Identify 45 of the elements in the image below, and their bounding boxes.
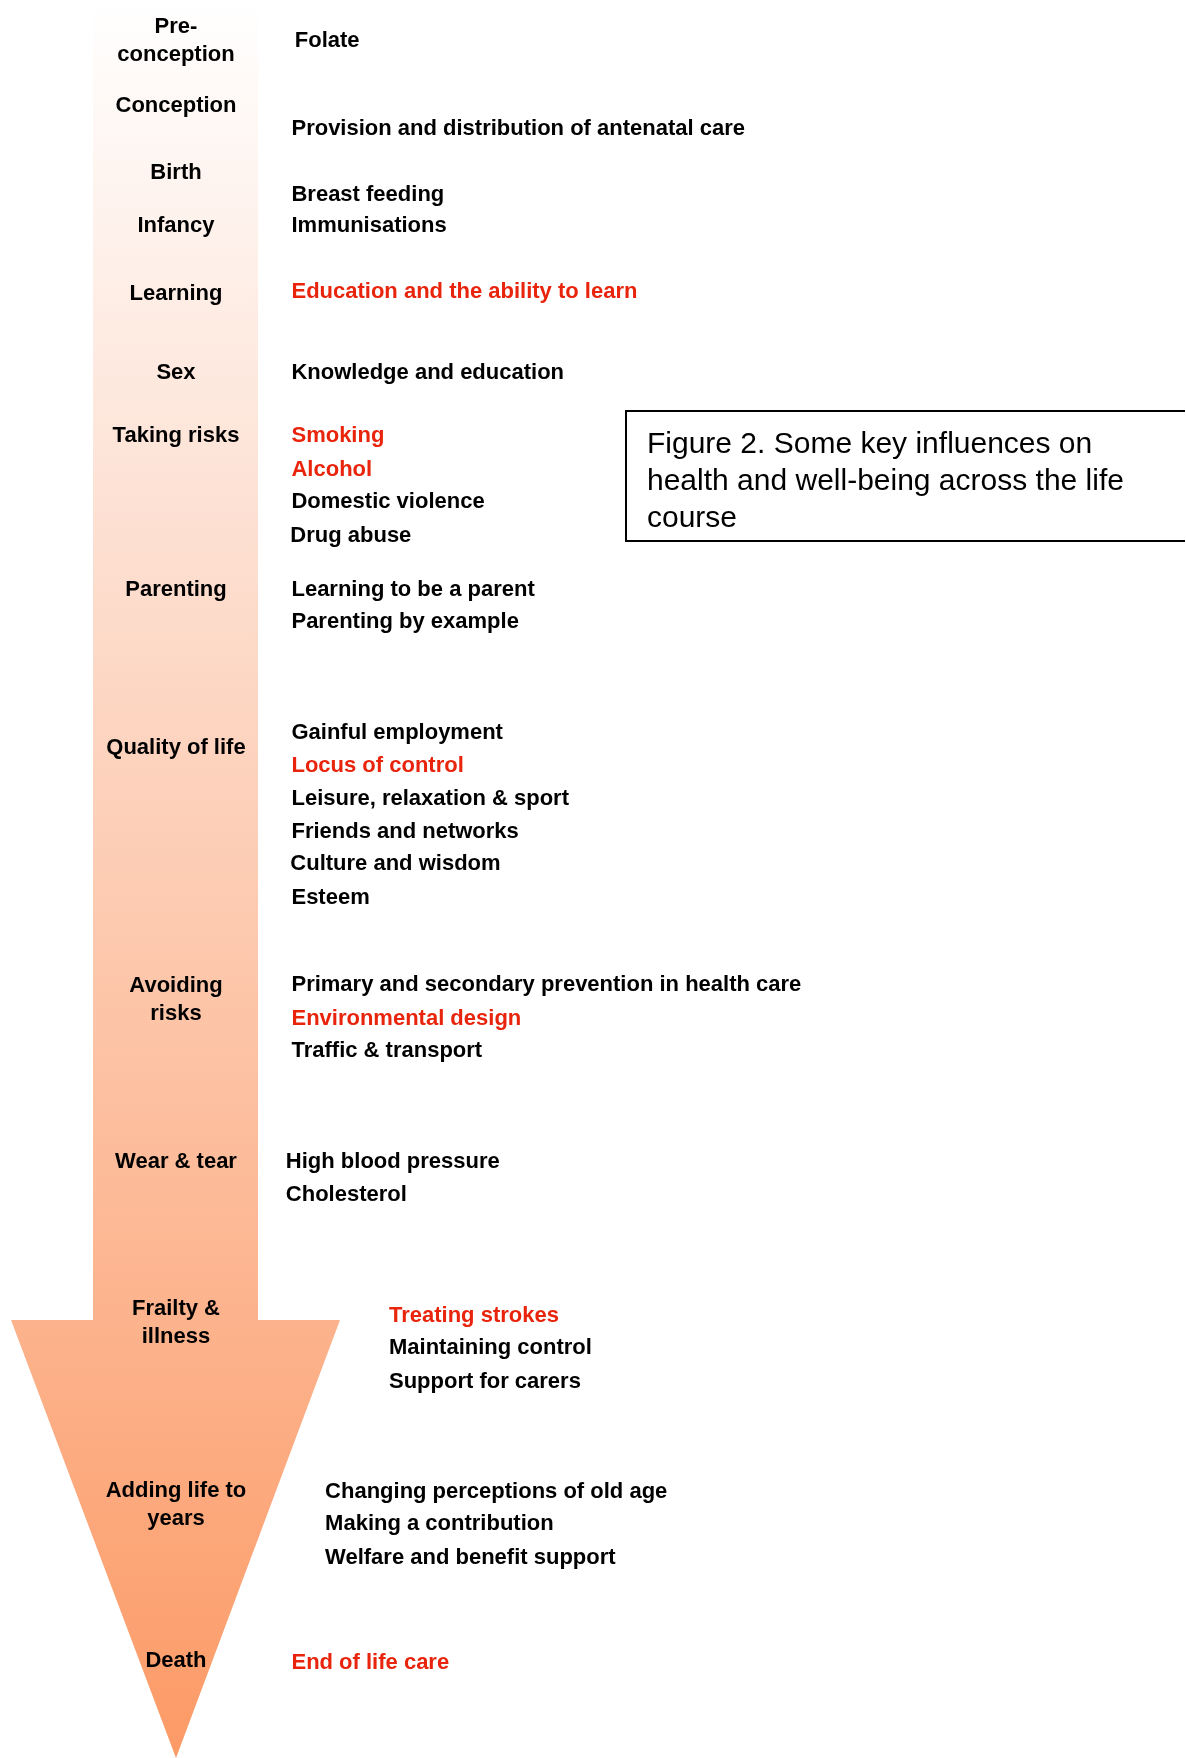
influence-text: Support for carers	[388, 1368, 581, 1395]
influence-text: Gainful employment	[291, 719, 503, 745]
influence-text: Environmental design	[291, 1004, 522, 1031]
stage-label: Pre-conception	[116, 12, 236, 69]
stage-label: Infancy	[136, 211, 216, 240]
influence-text: Culture and wisdom	[290, 850, 501, 877]
influence-text: Cholesterol	[285, 1180, 407, 1207]
influence-text: Maintaining control	[388, 1334, 592, 1361]
stage-label: Wear & tear	[114, 1147, 238, 1176]
influence-text: Parenting by example	[291, 608, 519, 634]
influence-text: Changing perceptions of old age	[325, 1477, 668, 1504]
influence-text: Treating strokes	[388, 1301, 559, 1328]
influence-text: Primary and secondary prevention in health care	[291, 971, 802, 998]
influence-text: Domestic violence	[291, 488, 485, 515]
influence-text: Drug abuse	[290, 521, 412, 548]
influence-text: Knowledge and education	[291, 359, 565, 386]
influence-text: End of life care	[291, 1649, 450, 1676]
influence-text: Provision and distribution of antenatal care	[291, 114, 745, 141]
stage-label: Frailty & illness	[131, 1293, 221, 1350]
influence-text: Esteem	[291, 883, 370, 910]
stage-label: Adding life to years	[104, 1476, 248, 1533]
stage-label: Avoiding risks	[128, 970, 224, 1027]
stage-label: Taking risks	[111, 420, 241, 449]
influence-text: Leisure, relaxation & sport	[291, 785, 569, 812]
influence-text: Learning to be a parent	[291, 575, 535, 602]
stage-label: Birth	[149, 157, 203, 186]
stage-label: Learning	[128, 278, 224, 307]
influence-text: Alcohol	[291, 455, 373, 482]
influence-text: High blood pressure	[285, 1148, 500, 1175]
stage-label: Parenting	[124, 574, 228, 603]
stage-label: Sex	[155, 358, 197, 387]
influence-text: Education and the ability to learn	[291, 278, 638, 305]
influence-text: Traffic & transport	[291, 1037, 483, 1064]
influence-text: Making a contribution	[325, 1510, 554, 1537]
influence-text: Breast feeding	[291, 180, 445, 207]
influence-text: Locus of control	[291, 751, 464, 778]
figure-caption: Figure 2. Some key influences on health and well-being across the life course	[625, 410, 1185, 542]
influence-text: Friends and networks	[291, 817, 519, 844]
stage-label: Quality of life	[105, 732, 247, 761]
influence-text: Folate	[294, 27, 360, 54]
stage-label: Conception	[114, 91, 238, 120]
influence-text: Welfare and benefit support	[325, 1544, 616, 1571]
stage-label: Death	[144, 1646, 208, 1675]
influence-text: Immunisations	[291, 212, 447, 239]
influence-text: Smoking	[291, 421, 385, 448]
